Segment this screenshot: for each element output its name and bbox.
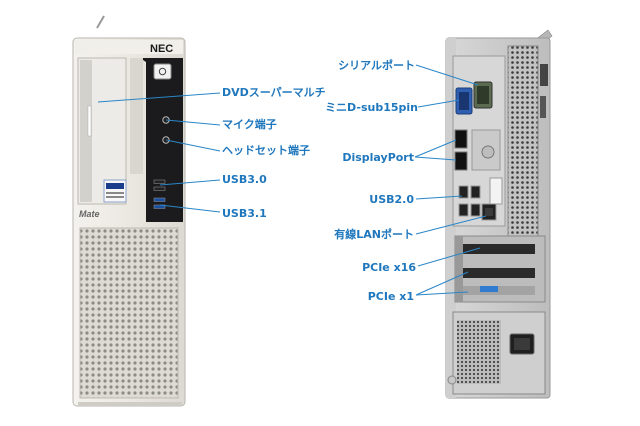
rear-view <box>445 29 553 399</box>
pcie-x16-slot[interactable] <box>460 244 535 254</box>
pcie-x1-slot[interactable] <box>460 268 535 278</box>
label-usb31: USB3.1 <box>222 207 267 220</box>
usb31-port-1[interactable] <box>153 197 166 202</box>
line-dsub <box>417 99 460 108</box>
usb20-port-4[interactable] <box>470 203 481 217</box>
usb30-port-2[interactable] <box>153 186 166 191</box>
line-usb20 <box>415 195 463 200</box>
line-usb30 <box>159 179 221 186</box>
line-pcie1-a <box>415 271 469 296</box>
usb20-port-2[interactable] <box>470 185 481 199</box>
label-serial-port: シリアルポート <box>338 59 415 72</box>
line-lan <box>415 215 487 235</box>
label-pcie-x1: PCIe x1 <box>367 290 414 303</box>
line-dp-1 <box>414 139 457 158</box>
nec-logo: NEC <box>150 43 173 55</box>
label-displayport: DisplayPort <box>342 151 414 164</box>
usb20-port-1[interactable] <box>458 185 469 199</box>
line-pcie1-b <box>415 291 469 296</box>
usb31-port-2[interactable] <box>153 204 166 209</box>
power-button[interactable] <box>153 63 172 80</box>
line-usb31 <box>159 204 221 213</box>
line-serial <box>415 64 479 86</box>
label-wired-lan: 有線LANポート <box>334 228 414 241</box>
label-headset-jack: ヘッドセット端子 <box>222 144 310 157</box>
front-view: NEC Mate <box>72 15 186 407</box>
label-mini-dsub: ミニD-sub15pin <box>325 101 418 114</box>
label-dvd-multi: DVDスーパーマルチ <box>222 86 326 99</box>
displayport-2[interactable] <box>454 151 468 171</box>
mate-logo: Mate <box>79 209 100 219</box>
label-mic-jack: マイク端子 <box>222 118 277 131</box>
label-usb30: USB3.0 <box>222 173 267 186</box>
line-dvd <box>97 92 221 103</box>
line-mic <box>165 119 221 126</box>
line-headset <box>165 139 221 152</box>
usb30-port-1[interactable] <box>153 179 166 184</box>
usb20-port-3[interactable] <box>458 203 469 217</box>
line-dp-2 <box>414 156 457 161</box>
line-pcie16 <box>417 247 481 267</box>
label-usb20: USB2.0 <box>369 193 414 206</box>
label-pcie-x16: PCIe x16 <box>362 261 416 274</box>
displayport-1[interactable] <box>454 129 468 149</box>
callout-lines <box>97 64 487 296</box>
